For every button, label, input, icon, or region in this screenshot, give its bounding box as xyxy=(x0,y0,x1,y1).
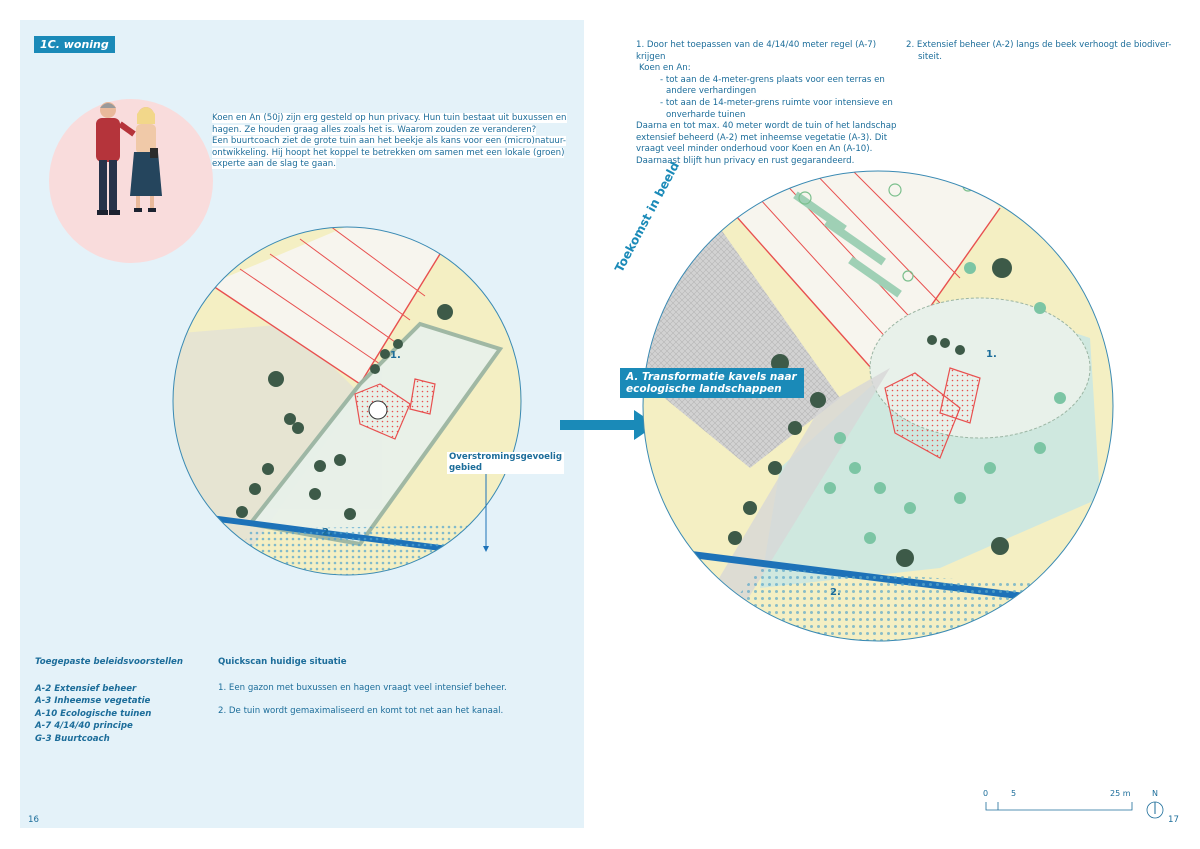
right-map-label-2: 2. xyxy=(830,587,841,598)
text-line: vraagt veel minder onderhoud voor Koen e… xyxy=(636,144,873,155)
policy-list: A-2 Extensief beheer A-3 Inheemse vegeta… xyxy=(35,683,151,745)
text-line: Daarna en tot max. 40 meter wordt de tui… xyxy=(636,121,897,132)
text-line: 1. Door het toepassen van de 4/14/40 met… xyxy=(636,40,877,62)
north-arrow-icon xyxy=(1146,801,1164,819)
text-line: extensief beheerd (A-2) met inheemse veg… xyxy=(636,132,888,143)
scale-bar xyxy=(985,802,1133,811)
text-line: 2. Extensief beheer (A-2) langs de beek … xyxy=(906,40,1172,50)
flood-label-line: Overstromingsgevoelig xyxy=(449,452,562,462)
flood-label-line: gebied xyxy=(449,463,483,473)
house xyxy=(884,367,981,459)
section-tag: 1C. woning xyxy=(34,36,115,53)
shrubs xyxy=(824,262,1066,544)
policy-title: Toegepaste beleidsvoorstellen xyxy=(35,657,183,667)
flood-zone xyxy=(230,524,521,575)
policy-item: A-2 Extensief beheer xyxy=(35,684,137,694)
flood-label: Overstromingsgevoelig gebied xyxy=(447,452,564,474)
intro-line: ontwikkeling. Hij hoopt het koppel te be… xyxy=(212,147,565,158)
banner-line: ecologische landschappen xyxy=(626,383,782,395)
page-number-right: 17 xyxy=(1168,815,1179,825)
flood-zone xyxy=(700,568,1113,641)
persona-circle xyxy=(49,99,213,263)
intro-text: Koen en An (50j) zijn erg gesteld op hun… xyxy=(212,113,572,171)
man-figure xyxy=(96,102,136,215)
banner-line: A. Transformatie kavels naar xyxy=(626,371,797,383)
house xyxy=(354,378,436,440)
quickscan-item: 1. Een gazon met buxussen en hagen vraag… xyxy=(218,683,507,693)
text-line: - tot aan de 4-meter-grens plaats voor e… xyxy=(660,74,885,85)
intro-line: experte aan de slag te gaan. xyxy=(212,159,336,170)
intro-line: hagen. Ze houden graag alles zoals het i… xyxy=(212,124,537,135)
quickscan-title: Quickscan huidige situatie xyxy=(218,657,347,667)
transformation-banner: A. Transformatie kavels naar ecologische… xyxy=(620,368,804,398)
field-rows xyxy=(719,171,1001,379)
policy-item: A-3 Inheemse vegetatie xyxy=(35,696,151,707)
text-line: Daarnaast blijft hun privacy en rust geg… xyxy=(636,155,855,166)
policy-item: G-3 Buurtcoach xyxy=(35,733,110,744)
future-situation-map xyxy=(642,170,1114,642)
woman-figure xyxy=(130,107,162,212)
trees xyxy=(236,304,453,520)
policy-item: A-7 4/14/40 principe xyxy=(35,721,133,732)
page-number-left: 16 xyxy=(28,815,39,825)
left-map-label-2: 2. xyxy=(322,527,333,538)
text-line: onverharde tuinen xyxy=(666,109,746,120)
text-line: andere verhardingen xyxy=(666,86,757,97)
paved-lot xyxy=(643,228,840,468)
scale-label-0: 0 xyxy=(983,789,989,798)
intro-line: Koen en An (50j) zijn erg gesteld op hun… xyxy=(212,113,567,123)
trees xyxy=(728,258,1012,567)
current-situation-map xyxy=(172,226,522,576)
persona-illustration xyxy=(49,99,213,263)
text-line: Koen en An: xyxy=(639,63,691,74)
scale-label-25: 25 m xyxy=(1110,789,1131,798)
text-line: - tot aan de 14-meter-grens ruimte voor … xyxy=(660,97,893,108)
north-label: N xyxy=(1152,789,1158,798)
policy-item: A-10 Ecologische tuinen xyxy=(35,708,152,719)
quickscan-item: 2. De tuin wordt gemaximaliseerd en komt… xyxy=(218,706,504,716)
field-rows xyxy=(209,227,441,385)
right-col1-text: 1. Door het toepassen van de 4/14/40 met… xyxy=(636,40,906,168)
right-map-label-1: 1. xyxy=(986,349,997,360)
text-line: siteit. xyxy=(918,51,943,62)
intro-line: Een buurtcoach ziet de grote tuin aan he… xyxy=(212,136,566,147)
right-col2-text: 2. Extensief beheer (A-2) langs de beek … xyxy=(906,40,1176,63)
left-map-label-1: 1. xyxy=(390,350,401,361)
scale-label-5: 5 xyxy=(1011,789,1017,798)
